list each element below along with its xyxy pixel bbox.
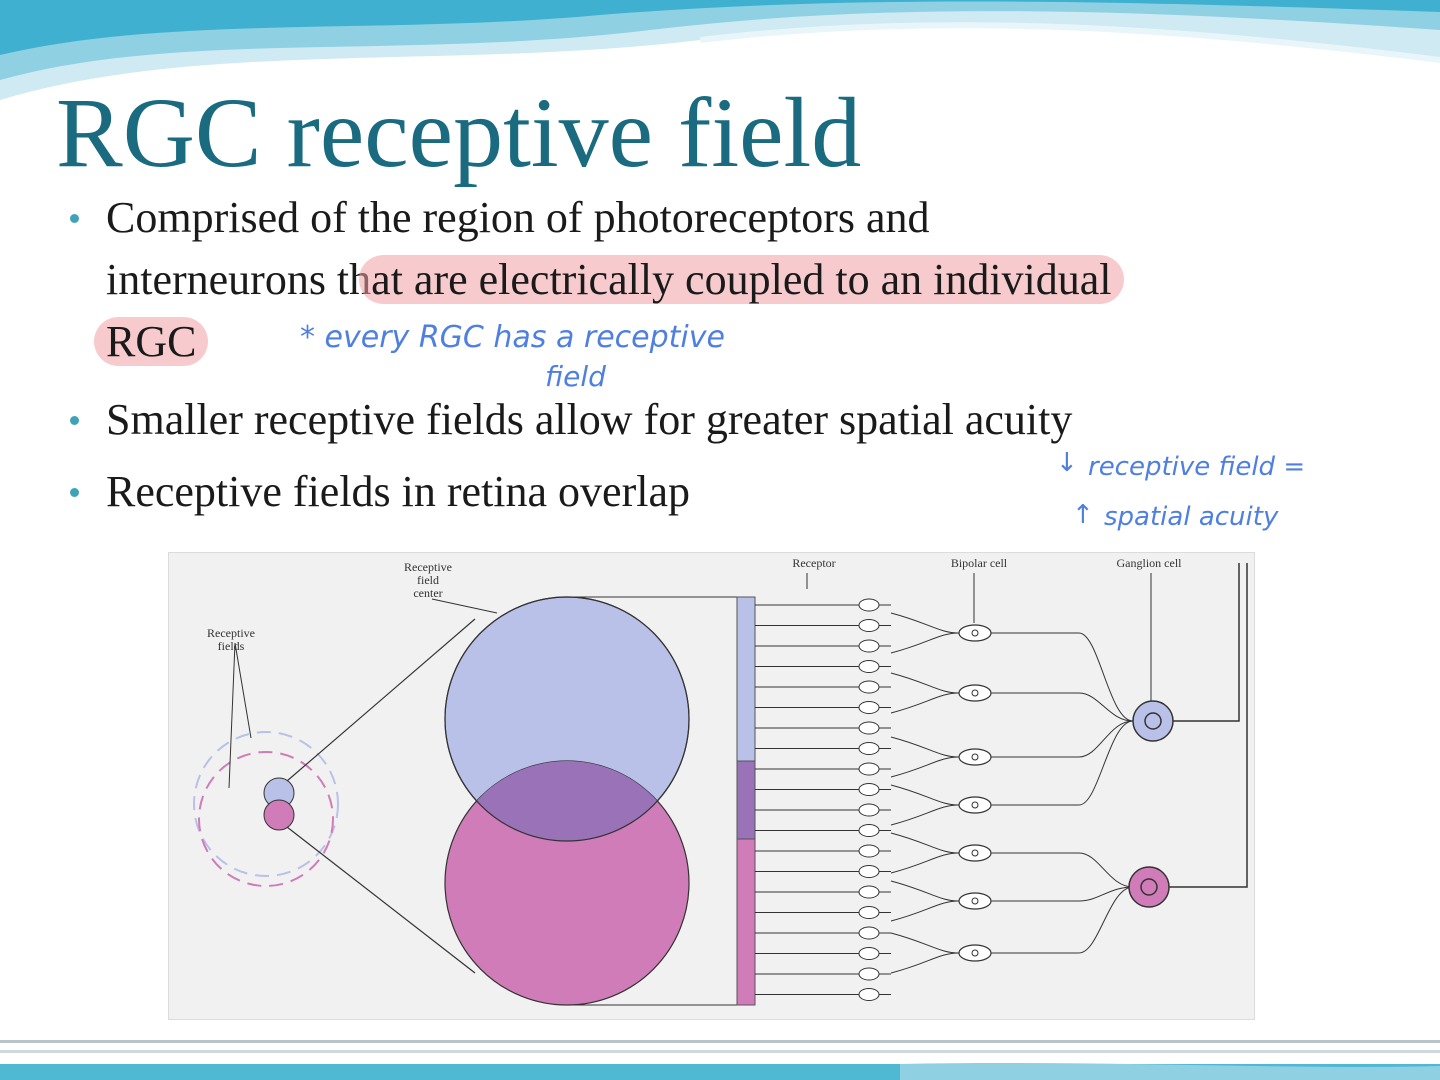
down-arrow-icon: ↓ (1056, 448, 1078, 478)
receptor-cell (858, 844, 880, 858)
handwritten-note: * every RGC has a receptive (300, 320, 725, 355)
bipolar-cell (958, 624, 992, 642)
bipolar-cell (958, 844, 992, 862)
bar-magenta (736, 838, 756, 1006)
receptor-cell (858, 988, 880, 1001)
receptor-cell (858, 639, 880, 653)
bipolar-cell (958, 892, 992, 910)
receptor-cell (858, 721, 880, 735)
bar-overlap (736, 760, 756, 840)
ganglion-cell-magenta (1128, 866, 1170, 908)
ganglion-cell-lavender (1132, 700, 1174, 742)
bullet-line: Comprised of the region of photoreceptor… (106, 192, 930, 244)
text-span: Receptive fields in retina overlap (106, 467, 690, 516)
up-arrow-icon: ↑ (1072, 500, 1094, 530)
bipolar-cell (958, 796, 992, 814)
bullet-line: RGC (94, 316, 209, 368)
bullet-dot (70, 214, 79, 223)
handwritten-note: receptive field = (1088, 452, 1306, 482)
receptor-cell (858, 680, 880, 694)
receptor-cell (858, 885, 880, 899)
slide-title: RGC receptive field (56, 77, 862, 188)
receptor-cell (858, 906, 880, 919)
receptor-cell (858, 824, 880, 837)
bipolar-cell-array (890, 612, 1134, 974)
label-receptive-field-center: Receptive field center (404, 560, 452, 600)
handwritten-note: spatial acuity (1104, 502, 1279, 532)
label-receptive-fields: Receptive fields (207, 626, 255, 653)
receptor-cell (858, 865, 880, 878)
label-bipolar-cell: Bipolar cell (950, 556, 1008, 570)
top-wave-decoration (0, 0, 1440, 100)
text-span: interneurons th (106, 255, 372, 304)
receptor-cell (858, 619, 880, 632)
handwritten-note: field (545, 360, 606, 393)
bullet-dot (70, 488, 79, 497)
bullet-line: interneurons that are electrically coupl… (106, 254, 1124, 306)
retina-receptive-field-figure: Receptive field center Receptive fields … (168, 552, 1255, 1020)
bottom-band-decoration (0, 1040, 1440, 1080)
receptor-cell (858, 783, 880, 796)
bullet-dot (70, 416, 79, 425)
bipolar-cell (958, 748, 992, 766)
bipolar-cell (958, 684, 992, 702)
receptor-cell (858, 701, 880, 714)
bar-lavender (736, 596, 756, 762)
receptor-cell (858, 803, 880, 817)
text-span: Smaller receptive fields allow for great… (106, 395, 1073, 444)
bipolar-cell (958, 944, 992, 962)
receptor-cell (858, 762, 880, 776)
receptor-cell (858, 742, 880, 755)
bullet-line: Receptive fields in retina overlap (106, 466, 690, 518)
small-field-magenta (263, 799, 295, 831)
bullet-line: Smaller receptive fields allow for great… (106, 394, 1072, 446)
highlighted-text: RGC (94, 317, 209, 366)
highlighted-text: at are electrically coupled to an indivi… (359, 255, 1124, 304)
label-ganglion-cell: Ganglion cell (1116, 556, 1182, 570)
receptor-array (755, 598, 891, 1001)
field-overlap (445, 761, 689, 841)
receptor-cell (858, 660, 880, 673)
receptor-cell (858, 947, 880, 960)
label-receptor: Receptor (792, 556, 836, 570)
receptive-field-outline-lavender (193, 731, 339, 877)
receptor-cell (858, 598, 880, 612)
text-span: Comprised of the region of photoreceptor… (106, 193, 930, 242)
figure-drawing (193, 563, 1248, 1006)
receptor-cell (858, 926, 880, 940)
receptive-field-outline-magenta (198, 751, 334, 887)
receptor-cell (858, 967, 880, 981)
